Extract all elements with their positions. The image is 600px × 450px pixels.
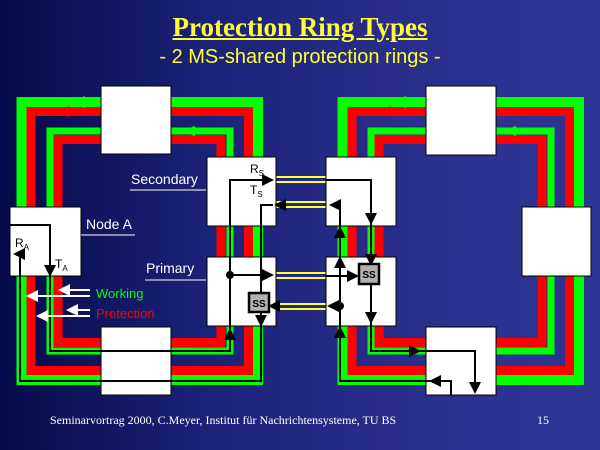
working-direction-arrow xyxy=(83,96,100,108)
right-signal-path-4 xyxy=(329,199,452,395)
signal-path-ta xyxy=(10,174,274,352)
right-signal-path-3 xyxy=(420,350,481,394)
ss-label: SS xyxy=(252,299,266,310)
right-bottom-node[interactable] xyxy=(425,326,497,396)
ta-label: TA xyxy=(55,257,68,273)
inner-protection-direction-arrow xyxy=(519,135,528,144)
left-bottom-node[interactable] xyxy=(100,326,172,396)
legend: Working Protection xyxy=(26,284,155,322)
secondary-label: Secondary xyxy=(131,171,198,187)
primary-link-1 xyxy=(276,272,326,279)
page-number: 15 xyxy=(537,413,549,427)
working-direction-arrow xyxy=(404,96,421,108)
node-a-label: Node A xyxy=(86,216,133,232)
inner-protection-direction-arrow xyxy=(198,135,207,144)
right-signal-path-1 xyxy=(326,179,377,266)
ra-label: RA xyxy=(15,236,30,252)
footer-text: Seminarvortrag 2000, C.Meyer, Institut f… xyxy=(50,413,397,427)
left-ss-switch[interactable]: SS xyxy=(247,291,271,314)
inner-working-direction-arrow xyxy=(502,126,516,136)
right-secondary-node[interactable] xyxy=(325,156,397,227)
right-side-node[interactable] xyxy=(521,206,592,277)
slide-title: Protection Ring Types xyxy=(172,12,428,42)
interconnect-links xyxy=(276,176,326,310)
inner-working-direction-arrow xyxy=(181,126,195,136)
left-secondary-node[interactable] xyxy=(206,156,277,227)
left-top-node[interactable] xyxy=(100,85,172,155)
secondary-link-1 xyxy=(276,176,326,183)
inner-protection-ring xyxy=(374,135,547,347)
right-signal-path-2 xyxy=(370,284,421,357)
ts-label: TS xyxy=(250,183,263,199)
right-ss-switch[interactable]: SS xyxy=(357,262,381,286)
secondary-link-2 xyxy=(276,201,326,208)
left-bridge-dot xyxy=(226,271,234,279)
ss-label: SS xyxy=(362,270,376,281)
primary-label: Primary xyxy=(146,260,194,276)
protection-direction-arrow xyxy=(389,106,401,117)
legend-working: Working xyxy=(96,286,143,301)
signal-path-ra xyxy=(15,204,273,382)
rs-label: RS xyxy=(250,162,264,178)
right-bridge-dot xyxy=(336,302,344,310)
slide-subtitle: - 2 MS-shared protection rings - xyxy=(159,46,441,68)
primary-link-2 xyxy=(276,303,326,310)
left-primary-node[interactable] xyxy=(206,256,277,327)
protection-direction-arrow xyxy=(68,106,80,117)
right-top-node[interactable] xyxy=(425,85,497,156)
legend-protection: Protection xyxy=(96,306,155,321)
